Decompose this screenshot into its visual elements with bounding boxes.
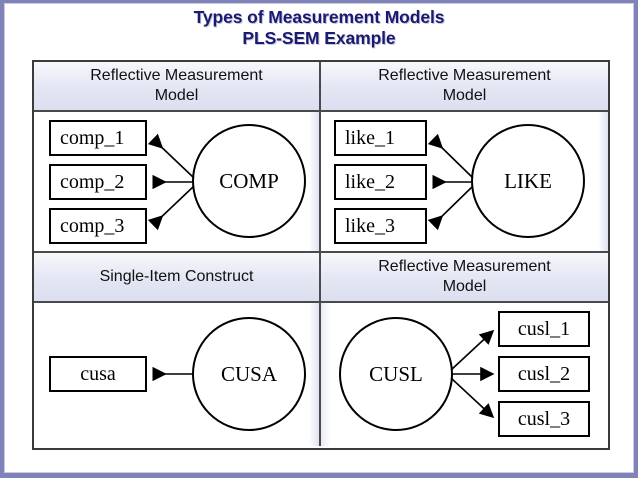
construct-circle-CUSA: CUSA bbox=[192, 317, 306, 431]
header-comp-line2: Model bbox=[154, 87, 199, 104]
indicator-box-comp_2: comp_2 bbox=[49, 164, 147, 200]
like-diagram: like_1 like_2 like_3 LIKE bbox=[321, 112, 608, 251]
indicator-box-cusl_3: cusl_3 bbox=[498, 401, 590, 437]
header-cusl-line2: Model bbox=[442, 278, 487, 295]
indicator-box-comp_1: comp_1 bbox=[49, 120, 147, 156]
diagram-row-bottom: cusa CUSA CUSL cus bbox=[34, 303, 608, 446]
indicator-box-like_1: like_1 bbox=[334, 120, 427, 156]
title-line-2: PLS-SEM Example bbox=[242, 28, 396, 48]
header-cell-comp: Reflective Measurement Model bbox=[34, 62, 321, 110]
comp-diagram: comp_1 comp_2 comp_3 COMP bbox=[34, 112, 319, 251]
header-cell-cusl: Reflective Measurement Model bbox=[321, 253, 608, 301]
construct-circle-COMP: COMP bbox=[192, 124, 306, 238]
header-cell-cusa: Single-Item Construct bbox=[34, 253, 321, 301]
header-cusa-line1: Single-Item Construct bbox=[99, 268, 254, 285]
header-cusl-line1: Reflective Measurement bbox=[378, 258, 551, 275]
indicator-box-like_3: like_3 bbox=[334, 208, 427, 244]
indicator-box-comp_3: comp_3 bbox=[49, 208, 147, 244]
diagram-cell-like: like_1 like_2 like_3 LIKE bbox=[321, 112, 608, 251]
construct-circle-LIKE: LIKE bbox=[471, 124, 585, 238]
header-like-line2: Model bbox=[442, 87, 487, 104]
cusl-diagram: CUSL cusl_1 cusl_2 cusl_3 bbox=[321, 303, 608, 446]
header-comp-line1: Reflective Measurement bbox=[90, 67, 263, 84]
header-like-line1: Reflective Measurement bbox=[378, 67, 551, 84]
indicator-box-like_2: like_2 bbox=[334, 164, 427, 200]
indicator-box-cusa: cusa bbox=[49, 356, 147, 392]
indicator-box-cusl_1: cusl_1 bbox=[498, 311, 590, 347]
construct-circle-CUSL: CUSL bbox=[339, 317, 453, 431]
diagram-cell-cusa: cusa CUSA bbox=[34, 303, 321, 446]
header-cell-like: Reflective Measurement Model bbox=[321, 62, 608, 110]
header-row-top: Reflective Measurement Model Reflective … bbox=[34, 62, 608, 112]
header-row-bottom: Single-Item Construct Reflective Measure… bbox=[34, 253, 608, 303]
diagram-row-top: comp_1 comp_2 comp_3 COMP bbox=[34, 112, 608, 253]
diagram-cell-comp: comp_1 comp_2 comp_3 COMP bbox=[34, 112, 321, 251]
title-line-1: Types of Measurement Models bbox=[193, 7, 445, 27]
measurement-model-matrix: Reflective Measurement Model Reflective … bbox=[32, 60, 610, 450]
diagram-cell-cusl: CUSL cusl_1 cusl_2 cusl_3 bbox=[321, 303, 608, 446]
cusa-diagram: cusa CUSA bbox=[34, 303, 319, 446]
indicator-box-cusl_2: cusl_2 bbox=[498, 356, 590, 392]
slide-title: Types of Measurement Models PLS-SEM Exam… bbox=[4, 7, 634, 49]
